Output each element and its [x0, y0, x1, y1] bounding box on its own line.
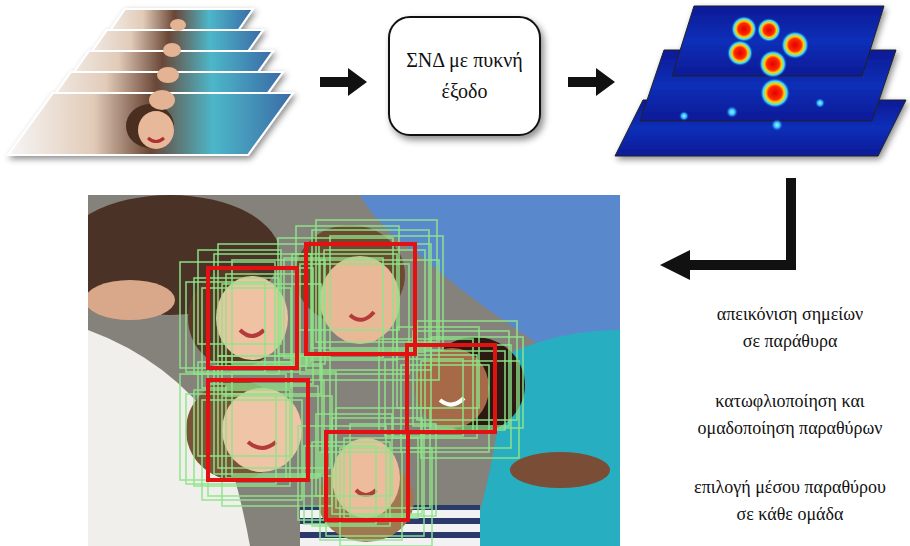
heat-blob — [757, 18, 781, 42]
image-pyramid — [8, 9, 293, 155]
face — [415, 348, 489, 428]
candidate-window — [198, 362, 292, 456]
heat-blob — [731, 16, 757, 42]
selected-window — [407, 345, 495, 432]
candidate-window — [296, 226, 399, 330]
elbow-arrow — [660, 178, 796, 280]
arm — [88, 280, 175, 320]
candidate-window — [186, 394, 276, 484]
box-content: ΣΝΔ με πυκνή έξοδο — [406, 45, 524, 107]
candidate-window — [340, 448, 432, 546]
candidate-window — [202, 400, 302, 500]
candidate-window — [397, 327, 479, 408]
step-note: απεικόνιση σημείων σε παράθυρα — [709, 301, 871, 355]
selected-window — [208, 268, 297, 368]
candidate-windows — [180, 220, 523, 546]
photo-faces — [126, 19, 186, 149]
heat-blob — [727, 40, 753, 66]
candidate-window — [208, 380, 324, 496]
candidate-window — [330, 236, 443, 350]
smile — [350, 312, 374, 320]
face — [126, 104, 174, 148]
heat-blob — [759, 50, 787, 78]
smile — [148, 138, 164, 142]
face — [163, 43, 181, 57]
candidate-window — [214, 366, 322, 474]
candidate-window — [417, 321, 517, 420]
smile — [356, 490, 376, 495]
candidate-window — [431, 337, 523, 428]
heatmap-pyramid — [615, 6, 906, 156]
flow-arrow — [320, 68, 367, 96]
process-box: ΣΝΔ με πυκνή έξοδο — [388, 16, 541, 136]
flow-arrow — [568, 68, 615, 96]
candidate-window — [316, 220, 437, 342]
candidate-window — [208, 268, 313, 384]
selected-windows — [208, 244, 495, 520]
step-note: επιλογή μέσου παραθύρου σε κάθε ομάδα — [684, 474, 896, 528]
selected-window — [208, 380, 308, 480]
smile — [440, 398, 464, 405]
box-label: ΣΝΔ με πυκνή έξοδο — [406, 45, 524, 107]
heat-spot — [679, 111, 689, 121]
face — [157, 67, 179, 83]
face — [149, 90, 175, 110]
detection-photo — [88, 195, 620, 546]
candidate-window — [350, 424, 436, 516]
heat-blob — [781, 31, 809, 59]
face — [138, 111, 174, 149]
smile — [240, 330, 264, 336]
selected-window — [326, 432, 408, 520]
heat-blobs — [679, 16, 825, 131]
heat-blob — [760, 78, 790, 108]
face — [170, 19, 186, 31]
heat-spot — [726, 106, 738, 118]
selected-window — [306, 244, 415, 354]
candidate-window — [324, 250, 425, 352]
step-note: κατωφλιοποίηση και ομαδοποίηση παραθύρων — [688, 388, 893, 442]
heat-spot — [815, 98, 825, 108]
arm — [510, 452, 610, 488]
smile — [248, 442, 276, 448]
candidate-window — [198, 250, 281, 344]
heat-spot — [771, 119, 783, 131]
